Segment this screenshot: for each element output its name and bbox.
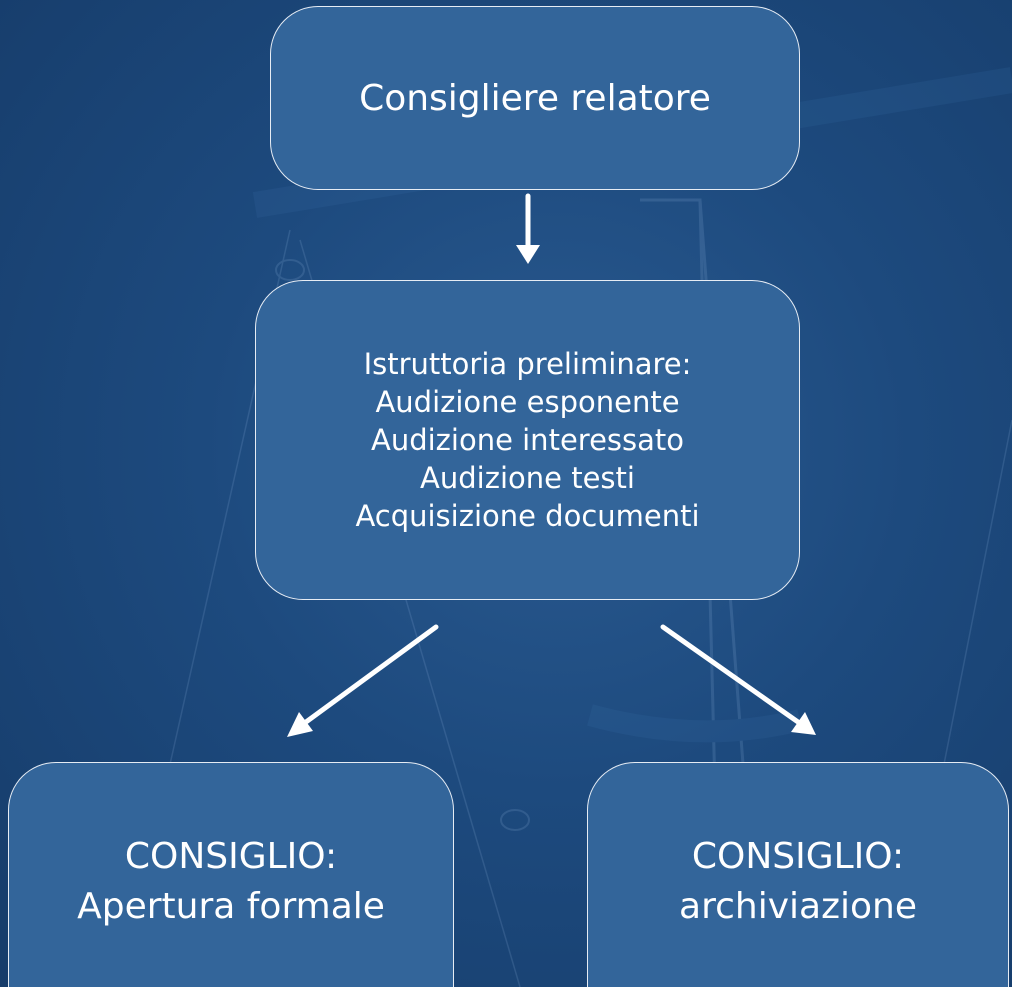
node-consiglio-apertura-formale: CONSIGLIO: Apertura formale bbox=[8, 762, 454, 987]
node-line: Apertura formale bbox=[77, 886, 385, 927]
node-line: Audizione esponente bbox=[375, 385, 680, 419]
node-line: Acquisizione documenti bbox=[355, 499, 700, 533]
node-label: Consigliere relatore bbox=[359, 77, 711, 119]
arrow-middle-to-right bbox=[660, 624, 816, 735]
node-line: Audizione testi bbox=[420, 461, 635, 495]
arrow-top-to-middle bbox=[516, 193, 540, 264]
node-title: Istruttoria preliminare: bbox=[363, 347, 692, 381]
node-consigliere-relatore: Consigliere relatore bbox=[270, 6, 800, 190]
node-istruttoria-preliminare: Istruttoria preliminare: Audizione espon… bbox=[255, 280, 800, 600]
node-title: CONSIGLIO: bbox=[124, 836, 338, 877]
node-line: Audizione interessato bbox=[370, 423, 685, 457]
node-title: CONSIGLIO: bbox=[691, 836, 905, 877]
node-consiglio-archiviazione: CONSIGLIO: archiviazione bbox=[587, 762, 1009, 987]
node-line: archiviazione bbox=[679, 886, 917, 927]
arrow-middle-to-left bbox=[287, 624, 439, 737]
